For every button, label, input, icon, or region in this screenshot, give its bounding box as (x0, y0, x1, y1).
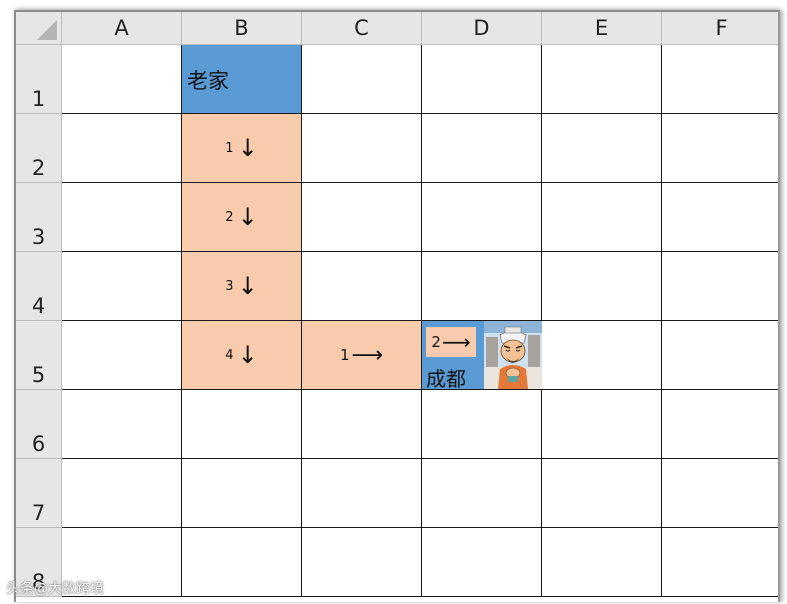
down-arrow-icon: ↓ (237, 203, 258, 231)
row-header-2[interactable]: 2 (16, 114, 62, 183)
watermark-text: 头条@大数跨境 (6, 581, 104, 597)
row-header-4[interactable]: 4 (16, 252, 62, 321)
route-step: 2 ⟶ (426, 327, 476, 357)
step-number: 2 (225, 209, 234, 225)
cell-d6[interactable] (422, 390, 542, 459)
cell-d4[interactable] (422, 252, 542, 321)
column-header-f[interactable]: F (662, 12, 778, 45)
row-header-8[interactable]: 8 (16, 528, 62, 597)
down-arrow-icon: ↓ (237, 272, 258, 300)
cell-c6[interactable] (302, 390, 422, 459)
cell-f2[interactable] (662, 114, 778, 183)
home-label: 老家 (187, 69, 229, 93)
route-step: 1 ⟶ (302, 321, 421, 389)
cell-d3[interactable] (422, 183, 542, 252)
down-arrow-icon: ↓ (237, 134, 258, 162)
cell-c4[interactable] (302, 252, 422, 321)
cell-d8[interactable] (422, 528, 542, 597)
route-step: 4 ↓ (182, 321, 301, 389)
row-header-5[interactable]: 5 (16, 321, 62, 390)
cell-e8[interactable] (542, 528, 662, 597)
column-header-c[interactable]: C (302, 12, 422, 45)
select-all-icon (37, 20, 57, 40)
right-arrow-icon: ⟶ (441, 330, 471, 354)
cell-a5[interactable] (62, 321, 182, 390)
step-number: 2 (431, 333, 441, 351)
select-all-corner[interactable] (16, 12, 62, 45)
cell-c3[interactable] (302, 183, 422, 252)
cell-c2[interactable] (302, 114, 422, 183)
route-step: 1 ↓ (182, 114, 301, 182)
cell-f4[interactable] (662, 252, 778, 321)
cell-b2-route[interactable]: 1 ↓ (182, 114, 302, 183)
cell-d7[interactable] (422, 459, 542, 528)
route-step: 3 ↓ (182, 252, 301, 320)
cell-a1[interactable] (62, 45, 182, 114)
cell-d2[interactable] (422, 114, 542, 183)
right-arrow-icon: ⟶ (351, 342, 384, 368)
cell-e2[interactable] (542, 114, 662, 183)
cell-b4-route[interactable]: 3 ↓ (182, 252, 302, 321)
column-header-a[interactable]: A (62, 12, 182, 45)
cell-a3[interactable] (62, 183, 182, 252)
cell-f6[interactable] (662, 390, 778, 459)
row-header-3[interactable]: 3 (16, 183, 62, 252)
cell-b7[interactable] (182, 459, 302, 528)
step-number: 1 (339, 346, 350, 364)
cell-f7[interactable] (662, 459, 778, 528)
row-header-1[interactable]: 1 (16, 45, 62, 114)
cell-e7[interactable] (542, 459, 662, 528)
cell-e3[interactable] (542, 183, 662, 252)
cell-a2[interactable] (62, 114, 182, 183)
cell-f3[interactable] (662, 183, 778, 252)
cell-d1[interactable] (422, 45, 542, 114)
cell-f5[interactable] (662, 321, 778, 390)
cell-f8[interactable] (662, 528, 778, 597)
row-header-6[interactable]: 6 (16, 390, 62, 459)
cell-c5-route[interactable]: 1 ⟶ (302, 321, 422, 390)
cell-b8[interactable] (182, 528, 302, 597)
route-step: 2 ↓ (182, 183, 301, 251)
cell-e5[interactable] (542, 321, 662, 390)
row-header-7[interactable]: 7 (16, 459, 62, 528)
cell-b5-route[interactable]: 4 ↓ (182, 321, 302, 390)
cell-b1-home[interactable]: 老家 (182, 45, 302, 114)
step-number: 4 (225, 347, 234, 363)
cell-b3-route[interactable]: 2 ↓ (182, 183, 302, 252)
destination-label: 成都 (426, 367, 466, 391)
cell-e6[interactable] (542, 390, 662, 459)
cell-e1[interactable] (542, 45, 662, 114)
cell-c1[interactable] (302, 45, 422, 114)
cell-c7[interactable] (302, 459, 422, 528)
cell-b6[interactable] (182, 390, 302, 459)
column-header-d[interactable]: D (422, 12, 542, 45)
cell-a7[interactable] (62, 459, 182, 528)
cell-f1[interactable] (662, 45, 778, 114)
cell-a4[interactable] (62, 252, 182, 321)
cell-e4[interactable] (542, 252, 662, 321)
cell-a6[interactable] (62, 390, 182, 459)
step-number: 3 (225, 278, 234, 294)
column-header-b[interactable]: B (182, 12, 302, 45)
cell-d5-destination[interactable]: 2 ⟶ 成都 (422, 321, 542, 391)
spreadsheet-window: A B C D E F 1 老家 2 1 ↓ 3 (14, 10, 780, 602)
spreadsheet-grid: A B C D E F 1 老家 2 1 ↓ 3 (16, 12, 778, 597)
step-number: 1 (225, 140, 234, 156)
column-header-e[interactable]: E (542, 12, 662, 45)
cell-a8[interactable] (62, 528, 182, 597)
cell-c8[interactable] (302, 528, 422, 597)
down-arrow-icon: ↓ (237, 341, 258, 369)
